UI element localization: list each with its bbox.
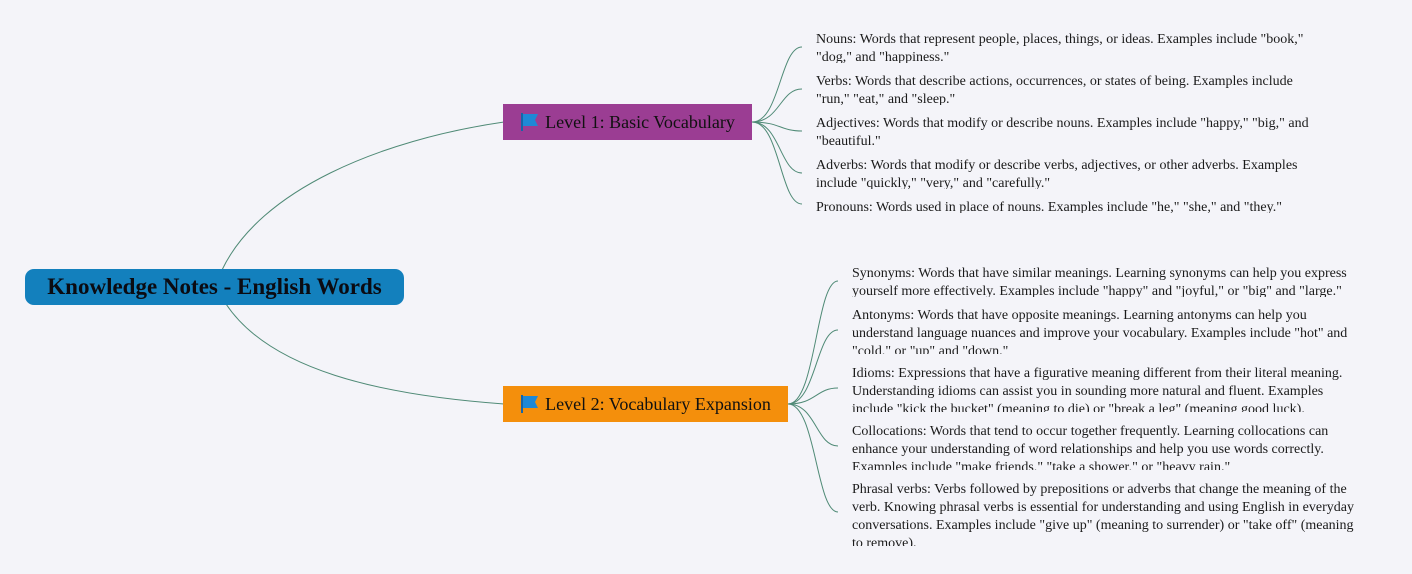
level2-leaf-link [787, 329, 839, 405]
level1-leaf-link [751, 46, 803, 123]
level2-leaf-antonyms[interactable]: Antonyms: Words that have opposite meani… [852, 308, 1348, 354]
root-node[interactable]: Knowledge Notes - English Words [25, 269, 404, 305]
level2-leaf-link [787, 403, 839, 447]
root-label: Knowledge Notes - English Words [47, 274, 382, 299]
level1-label: Level 1: Basic Vocabulary [545, 111, 735, 132]
level1-leaf-link [751, 121, 803, 132]
flag-icon [521, 395, 539, 413]
level1-leaf-link [751, 88, 803, 123]
level2-leaf-synonyms[interactable]: Synonyms: Words that have similar meanin… [852, 266, 1347, 297]
level2-leaf-collocations[interactable]: Collocations: Words that tend to occur t… [852, 424, 1329, 470]
level2-leaf-link [787, 280, 839, 405]
level2-leaf-phrasal-verbs[interactable]: Phrasal verbs: Verbs followed by preposi… [852, 482, 1354, 546]
level1-node[interactable]: Level 1: Basic Vocabulary [503, 104, 752, 140]
level1-leaf-adverbs[interactable]: Adverbs: Words that modify or describe v… [816, 158, 1298, 189]
level1-leaf-link [751, 121, 803, 205]
flag-icon [521, 113, 539, 131]
level2-node[interactable]: Level 2: Vocabulary Expansion [503, 386, 788, 422]
level2-label: Level 2: Vocabulary Expansion [545, 393, 771, 414]
level1-leaf-link [751, 121, 803, 174]
level2-leaf-idioms[interactable]: Idioms: Expressions that have a figurati… [852, 366, 1343, 412]
level1-leaf-pronouns[interactable]: Pronouns: Words used in place of nouns. … [816, 200, 1282, 213]
root-to-level2-link [225, 303, 505, 405]
level1-leaf-nouns[interactable]: Nouns: Words that represent people, plac… [816, 32, 1304, 63]
level1-leaf-adjectives[interactable]: Adjectives: Words that modify or describ… [816, 116, 1309, 149]
root-to-level1-link [221, 121, 505, 271]
level2-leaf-link [787, 387, 839, 405]
level2-leaf-link [787, 403, 839, 513]
level1-leaf-verbs[interactable]: Verbs: Words that describe actions, occu… [816, 74, 1293, 105]
